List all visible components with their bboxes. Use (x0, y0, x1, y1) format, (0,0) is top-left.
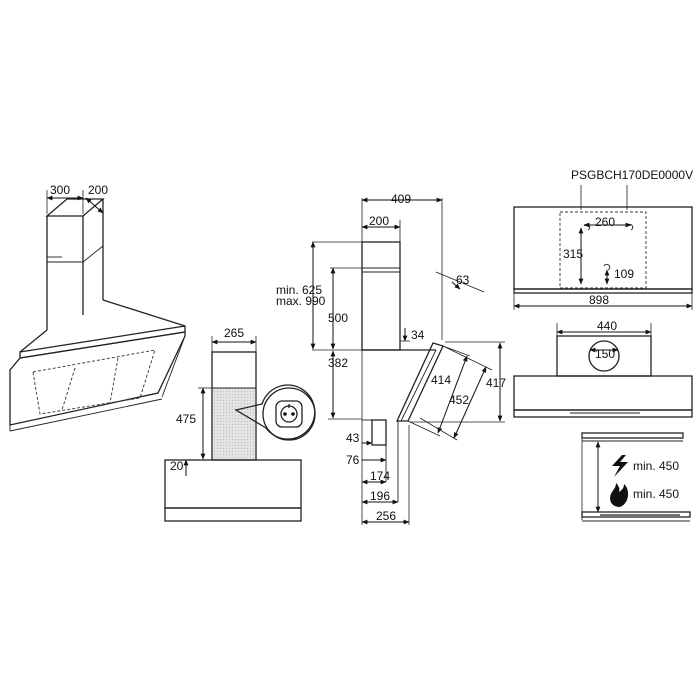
clearance-electric: min. 450 (633, 459, 679, 473)
dim-outlet-zone-height: 475 (176, 412, 196, 426)
clearance-gas: min. 450 (633, 487, 679, 501)
side-section-view: 409 200 min. 625 max. 990 500 382 34 63 (276, 192, 506, 525)
dim-top-outlet-diameter: 150 (595, 347, 615, 361)
dim-side-body-height: 382 (328, 356, 348, 370)
dim-side-base-196: 196 (370, 489, 390, 503)
dim-iso-chimney-depth: 300 (50, 183, 70, 197)
installation-clearance-view: min. 450 min. 450 (581, 432, 691, 522)
dim-outlet-zone-offset: 20 (170, 459, 184, 473)
dim-outlet-zone-width: 265 (224, 326, 244, 340)
model-code: PSGBCH170DE0000V (571, 168, 693, 182)
dim-side-bracket-76: 76 (346, 453, 360, 467)
dim-side-bracket-43: 43 (346, 431, 360, 445)
dim-side-panel-height: 417 (486, 376, 506, 390)
lightning-icon (612, 455, 628, 477)
dim-side-base-174: 174 (370, 469, 390, 483)
dim-rear-width: 898 (589, 293, 609, 307)
rear-mounting-view: PSGBCH170DE0000V 260 315 109 898 (513, 168, 693, 310)
dim-side-total-depth: 409 (391, 192, 411, 206)
dim-rear-holes-315: 315 (563, 247, 583, 261)
socket-zone (213, 388, 255, 459)
dim-side-base-256: 256 (376, 509, 396, 523)
outlet-front-view: 265 475 20 (164, 326, 316, 522)
dim-top-outlet-spacing: 440 (597, 319, 617, 333)
isometric-hood-view: 300 200 (9, 183, 186, 432)
top-outlet-view: 440 150 (513, 319, 693, 418)
flame-icon (610, 483, 629, 507)
dim-side-chimney-lower: 500 (328, 311, 348, 325)
dim-side-panel-length: 452 (449, 393, 469, 407)
dim-side-chimney-min: min. 625 (276, 283, 322, 297)
dim-rear-holes-109: 109 (614, 267, 634, 281)
dim-side-angle: 63 (456, 273, 470, 287)
dim-side-top-gap: 34 (411, 328, 425, 342)
dim-side-chimney-depth: 200 (369, 214, 389, 228)
dim-rear-holes-260: 260 (595, 215, 615, 229)
dim-side-panel-depth: 414 (431, 373, 451, 387)
dim-side-chimney-max: max. 990 (276, 294, 326, 308)
dim-iso-chimney-width: 200 (88, 183, 108, 197)
